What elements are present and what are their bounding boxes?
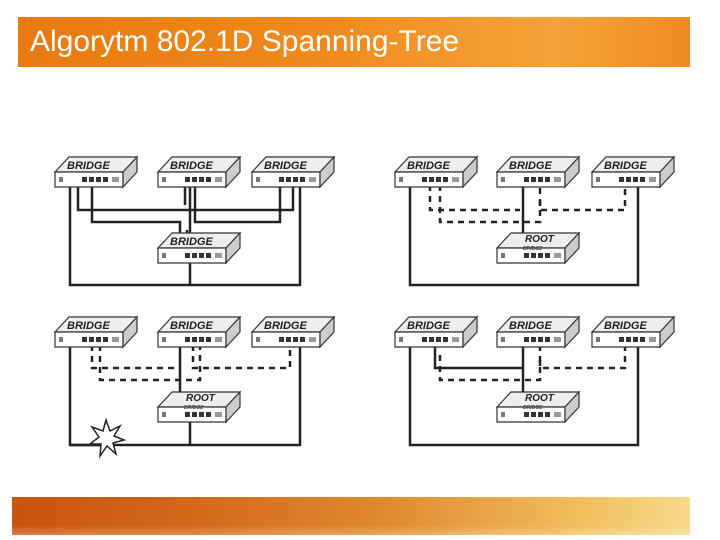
root-label: ROOT	[525, 234, 555, 245]
bridge-tr-3: BRIDGE	[591, 156, 675, 188]
title-bar: Algorytm 802.1D Spanning-Tree	[18, 17, 690, 67]
bridge-label: BRIDGE	[170, 320, 213, 332]
root-bridge-br: ROOT BRIDGE	[496, 391, 580, 423]
diagram-bottom-left: BRIDGE BRIDGE BRIDGE ROOT BRIDGE	[54, 316, 335, 459]
bridge-tr-2: BRIDGE	[496, 156, 580, 188]
bridge-label: BRIDGE	[67, 160, 110, 172]
bridge-label: BRIDGE	[604, 160, 647, 172]
bridge-tl-3: BRIDGE	[251, 156, 335, 188]
diagram-top-right: BRIDGE BRIDGE BRIDGE ROOT BRIDGE	[394, 156, 675, 287]
root-label: ROOT	[186, 393, 216, 404]
footer-bar	[12, 497, 690, 535]
root-sublabel: BRIDGE	[184, 405, 204, 411]
blocked-links-bottom-left	[90, 345, 292, 382]
slide-title: Algorytm 802.1D Spanning-Tree	[30, 25, 460, 58]
diagram-top-left: BRIDGE BRIDGE BRIDGE BRIDGE	[54, 156, 335, 287]
bridge-br-1: BRIDGE	[394, 316, 478, 348]
bridge-br-3: BRIDGE	[591, 316, 675, 348]
bridge-bl-2: BRIDGE	[157, 316, 241, 348]
bridge-tl-4: BRIDGE	[157, 232, 241, 264]
bridge-label: BRIDGE	[604, 320, 647, 332]
root-sublabel: BRIDGE	[523, 405, 543, 411]
bridge-label: BRIDGE	[170, 236, 213, 248]
bridge-tr-1: BRIDGE	[394, 156, 478, 188]
bridge-label: BRIDGE	[170, 160, 213, 172]
bridge-label: BRIDGE	[407, 320, 450, 332]
link-failure-burst-icon	[87, 417, 127, 459]
bridge-bl-3: BRIDGE	[251, 316, 335, 348]
bridge-br-2: BRIDGE	[496, 316, 580, 348]
blocked-links-bottom-right	[438, 345, 627, 382]
bridge-label: BRIDGE	[509, 320, 552, 332]
bridge-label: BRIDGE	[509, 160, 552, 172]
bridge-bl-1: BRIDGE	[54, 316, 138, 348]
root-sublabel: BRIDGE	[523, 246, 543, 252]
bridge-tl-2: BRIDGE	[157, 156, 241, 188]
bridge-label: BRIDGE	[67, 320, 110, 332]
root-bridge-bl: ROOT BRIDGE	[157, 391, 241, 423]
bridge-label: BRIDGE	[264, 160, 307, 172]
bridge-tl-1: BRIDGE	[54, 156, 138, 188]
blocked-links-top-right	[428, 185, 627, 224]
bridge-label: BRIDGE	[264, 320, 307, 332]
diagram-bottom-right: BRIDGE BRIDGE BRIDGE ROOT BRIDGE	[394, 316, 675, 447]
root-bridge-tr: ROOT BRIDGE	[496, 232, 580, 264]
root-label: ROOT	[525, 393, 555, 404]
bridge-label: BRIDGE	[407, 160, 450, 172]
